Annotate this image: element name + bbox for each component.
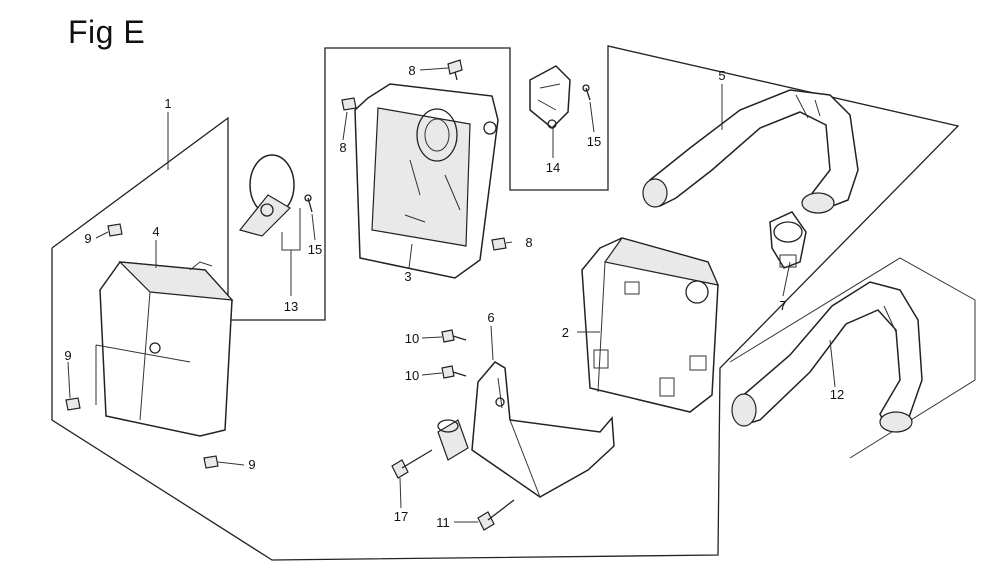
exhaust-flange-part xyxy=(238,154,295,237)
callout-8-right: 8 xyxy=(525,235,532,250)
callout-8-left: 8 xyxy=(339,140,346,155)
callout-1: 1 xyxy=(164,96,171,111)
pipe-clamp-part xyxy=(769,211,807,269)
callout-8-top: 8 xyxy=(408,63,415,78)
callout-15-left: 15 xyxy=(308,242,322,257)
muffler-protector-part xyxy=(95,261,234,437)
muffler-cover-part xyxy=(354,83,499,279)
callout-15-right: 15 xyxy=(587,134,601,149)
callout-4: 4 xyxy=(152,224,159,239)
callout-14: 14 xyxy=(546,160,560,175)
callout-12: 12 xyxy=(830,387,844,402)
assembly-outline xyxy=(51,45,976,561)
callout-9-left: 9 xyxy=(64,348,71,363)
callout-10-upper: 10 xyxy=(405,331,419,346)
leader-lines xyxy=(67,67,836,523)
hardware xyxy=(65,59,591,531)
callout-17: 17 xyxy=(394,509,408,524)
exhaust-pipe-lower-part xyxy=(731,281,923,433)
callout-13: 13 xyxy=(284,299,298,314)
callout-11: 11 xyxy=(436,515,450,530)
callout-10-lower: 10 xyxy=(405,368,419,383)
callout-9-top: 9 xyxy=(84,231,91,246)
callout-labels: 1 2 3 4 5 6 7 8 8 8 9 9 9 10 10 11 12 13… xyxy=(64,63,844,530)
callout-7: 7 xyxy=(779,298,786,313)
callout-5: 5 xyxy=(718,68,725,83)
muffler-body-part xyxy=(581,237,720,413)
figure-title: Fig E xyxy=(68,14,146,50)
callout-6: 6 xyxy=(487,310,494,325)
callout-2: 2 xyxy=(562,325,569,340)
heat-shield-clip-part xyxy=(529,65,571,130)
callout-9-bottom: 9 xyxy=(248,457,255,472)
muffler-bracket-part xyxy=(437,361,615,498)
callout-3: 3 xyxy=(404,269,411,284)
exhaust-pipe-upper-part xyxy=(642,89,859,214)
